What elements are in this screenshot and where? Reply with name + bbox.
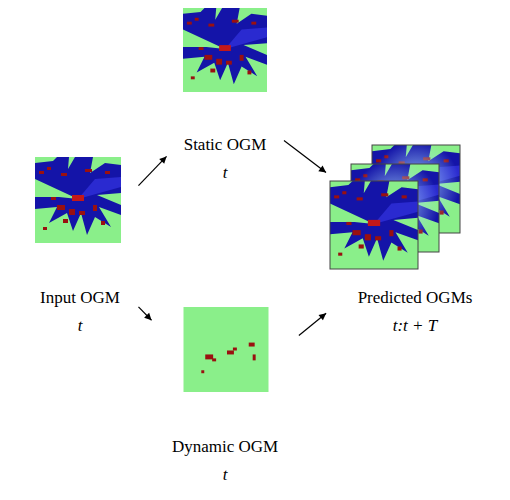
arrow-head <box>144 313 151 320</box>
ogm-node: Dynamic OGM t <box>155 307 295 485</box>
arrow-line <box>138 307 151 320</box>
flow-arrow <box>284 141 326 173</box>
time-label: t <box>170 163 280 183</box>
time-label: t:t + T <box>330 316 500 336</box>
node-caption: Input OGM <box>25 288 135 308</box>
input-ogm-image <box>35 157 121 243</box>
ogm-node: Input OGM t <box>25 157 135 336</box>
arrow-head <box>318 313 326 320</box>
arrow-line <box>284 141 326 173</box>
predicted-ogm-stack <box>330 145 460 269</box>
flow-arrow <box>138 307 151 320</box>
static-ogm-image <box>183 8 267 92</box>
node-caption: Dynamic OGM <box>155 437 295 457</box>
node-caption: Predicted OGMs <box>330 288 500 308</box>
dynamic-ogm-image <box>184 307 269 392</box>
arrow-head <box>159 156 166 163</box>
arrow-line <box>138 156 166 185</box>
arrow-line <box>299 313 326 335</box>
flow-arrow <box>299 313 326 335</box>
time-label: t <box>25 316 135 336</box>
ogm-node: Predicted OGMs t:t + T <box>330 145 500 336</box>
time-label: t <box>155 465 295 485</box>
arrow-head <box>318 166 326 173</box>
node-caption: Static OGM <box>170 135 280 155</box>
flow-arrow <box>138 156 166 185</box>
ogm-node: Static OGM t <box>170 8 280 183</box>
